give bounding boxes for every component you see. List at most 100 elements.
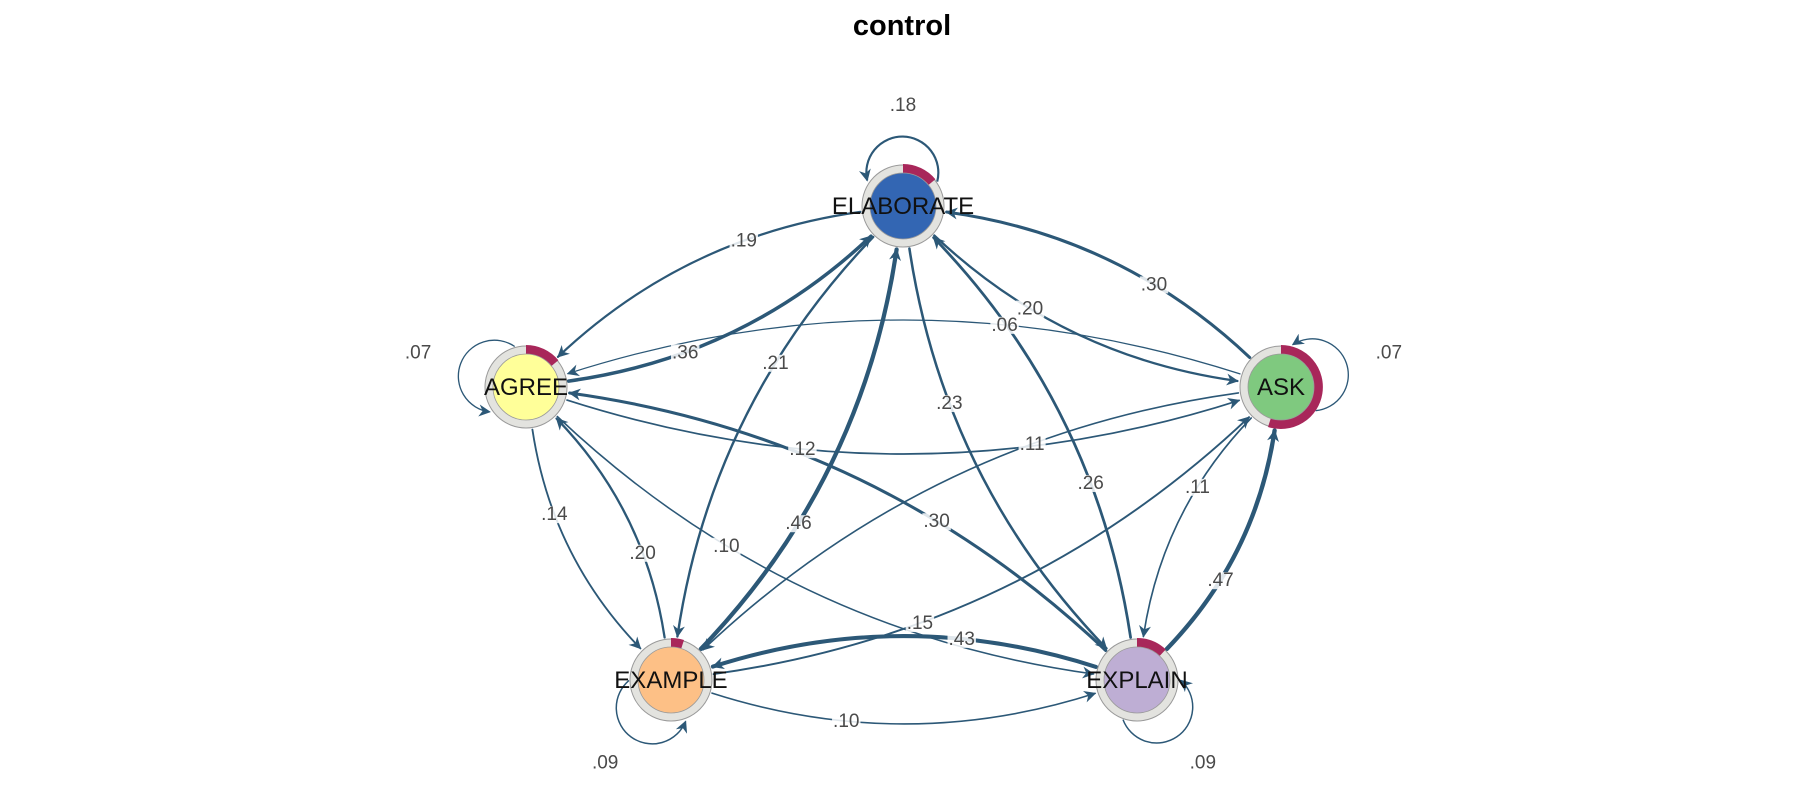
node-pie-arc <box>902 164 936 186</box>
edge-ask-to-example <box>702 392 1240 651</box>
edge-elaborate-to-explain <box>908 247 1108 650</box>
edge-label-agree-to-example-bg <box>540 506 570 524</box>
edge-label-explain-to-elaborate-bg <box>1076 474 1105 492</box>
edge-example-to-ask <box>712 416 1250 676</box>
edge-label-ask-to-elaborate-bg <box>1139 276 1169 294</box>
self-loop-label-agree-bg <box>403 344 433 362</box>
edge-label-elaborate-to-explain: .23 <box>936 393 962 414</box>
edge-label-elaborate-to-ask-bg <box>1015 300 1045 318</box>
edge-label-ask-to-explain-bg <box>1183 478 1211 496</box>
node-pie-arc <box>1268 345 1323 429</box>
edge-label-explain-to-example: .43 <box>949 629 975 650</box>
edge-explain-to-ask <box>1164 428 1279 652</box>
edge-label-explain-to-elaborate: .26 <box>1077 473 1103 494</box>
edge-agree-to-elaborate <box>566 234 873 383</box>
edge-label-agree-to-explain: .10 <box>713 536 739 557</box>
edge-explain-to-example <box>710 634 1099 670</box>
edge-label-agree-to-elaborate: .36 <box>672 342 698 363</box>
edge-label-example-to-agree: .20 <box>629 543 655 564</box>
edge-label-ask-to-elaborate: .30 <box>1141 274 1167 295</box>
edge-agree-to-explain <box>556 415 1095 679</box>
nodes-layer: ELABORATE AGREE ASK EXAMPLE EXPLAIN <box>484 164 1323 722</box>
node-pie-arc <box>1136 638 1166 657</box>
node-fill <box>492 353 560 421</box>
node-label: EXAMPLE <box>614 667 727 694</box>
edge-label-elaborate-to-explain-bg <box>935 395 964 413</box>
edge-label-example-to-explain: .10 <box>833 711 859 732</box>
edge-label-explain-to-example-bg <box>947 630 976 648</box>
edge-example-to-explain <box>711 690 1097 725</box>
edge-elaborate-to-ask <box>933 234 1239 386</box>
edge-agree-to-example <box>531 428 642 650</box>
self-loop-label-agree: .07 <box>405 343 431 364</box>
node-fill <box>1103 646 1171 714</box>
node-pie-arc <box>525 345 559 367</box>
edge-elaborate-to-agree <box>556 210 862 358</box>
node-label: ELABORATE <box>832 193 974 220</box>
node-agree: AGREE <box>484 345 568 429</box>
edge-label-example-to-elaborate: .46 <box>785 513 811 534</box>
node-pie-arc <box>670 637 684 649</box>
edge-label-ask-to-explain: .11 <box>1185 477 1210 498</box>
edge-explain-to-agree <box>568 388 1108 653</box>
edge-label-ask-to-example: .11 <box>1020 434 1045 455</box>
edge-label-agree-to-ask-bg <box>788 441 817 459</box>
self-loop-label-example-bg <box>590 754 620 772</box>
edge-labels-layer: .36 .19 .30 .20 .46 .21 .26 .23 .06 .12 .20 .14 .10.… <box>403 95 1404 774</box>
node-label: AGREE <box>484 374 568 401</box>
self-loop-agree <box>457 339 516 417</box>
edge-ask-to-agree <box>566 319 1241 377</box>
self-loop-label-ask-bg <box>1374 344 1404 362</box>
self-loop-label-elaborate-bg <box>888 97 918 115</box>
node-explain: EXPLAIN <box>1086 638 1188 722</box>
edge-label-elaborate-to-ask: .20 <box>1017 299 1043 320</box>
node-fill <box>869 172 937 240</box>
self-loop-label-explain-bg <box>1188 754 1218 772</box>
diagram-title: control <box>853 10 951 42</box>
self-loop-explain <box>1122 679 1194 744</box>
edge-label-example-to-ask-bg <box>905 615 935 633</box>
self-loop-label-ask: .07 <box>1376 343 1402 364</box>
edges-layer <box>531 207 1279 725</box>
node-fill <box>1247 353 1315 421</box>
edge-label-agree-to-ask: .12 <box>789 439 815 460</box>
edge-label-elaborate-to-agree-bg <box>729 232 759 250</box>
edge-label-elaborate-to-example-bg <box>761 354 790 372</box>
self-loop-ask <box>1291 333 1349 412</box>
edge-label-example-to-explain-bg <box>832 713 861 731</box>
edge-label-agree-to-explain-bg <box>712 537 741 555</box>
edge-label-example-to-agree-bg <box>628 544 657 562</box>
edge-label-elaborate-to-example: .21 <box>762 353 788 374</box>
edge-label-example-to-elaborate-bg <box>784 515 813 533</box>
edge-label-agree-to-elaborate-bg <box>670 344 700 362</box>
node-ask: ASK <box>1239 345 1323 429</box>
node-example: EXAMPLE <box>614 637 728 722</box>
edge-label-agree-to-example: .14 <box>541 504 568 525</box>
self-loops-layer <box>457 135 1349 745</box>
self-loop-label-example: .09 <box>592 753 618 774</box>
edge-label-explain-to-agree-bg <box>922 513 951 531</box>
node-elaborate: ELABORATE <box>832 164 974 248</box>
edge-explain-to-elaborate <box>932 236 1132 639</box>
edge-label-ask-to-agree: .06 <box>991 315 1017 336</box>
edge-label-ask-to-agree-bg <box>990 316 1019 334</box>
edge-label-elaborate-to-agree: .19 <box>731 231 757 252</box>
node-label: ASK <box>1257 374 1305 401</box>
edge-label-ask-to-example-bg <box>1018 435 1046 453</box>
node-label: EXPLAIN <box>1086 667 1187 694</box>
self-loop-elaborate <box>859 135 940 182</box>
edge-label-explain-to-ask: .47 <box>1207 570 1233 591</box>
edge-label-example-to-ask: .15 <box>907 613 933 634</box>
self-loop-label-explain: .09 <box>1190 753 1216 774</box>
self-loop-label-elaborate: .18 <box>890 95 916 116</box>
edge-agree-to-ask <box>566 397 1241 455</box>
edge-label-explain-to-ask-bg <box>1206 572 1235 590</box>
edge-ask-to-explain <box>1139 417 1253 638</box>
edge-ask-to-elaborate <box>945 207 1252 360</box>
self-loop-example <box>615 679 688 745</box>
node-fill <box>637 646 705 714</box>
edge-label-explain-to-agree: .30 <box>923 511 949 532</box>
edge-example-to-agree <box>555 417 666 639</box>
edge-elaborate-to-example <box>673 235 875 638</box>
